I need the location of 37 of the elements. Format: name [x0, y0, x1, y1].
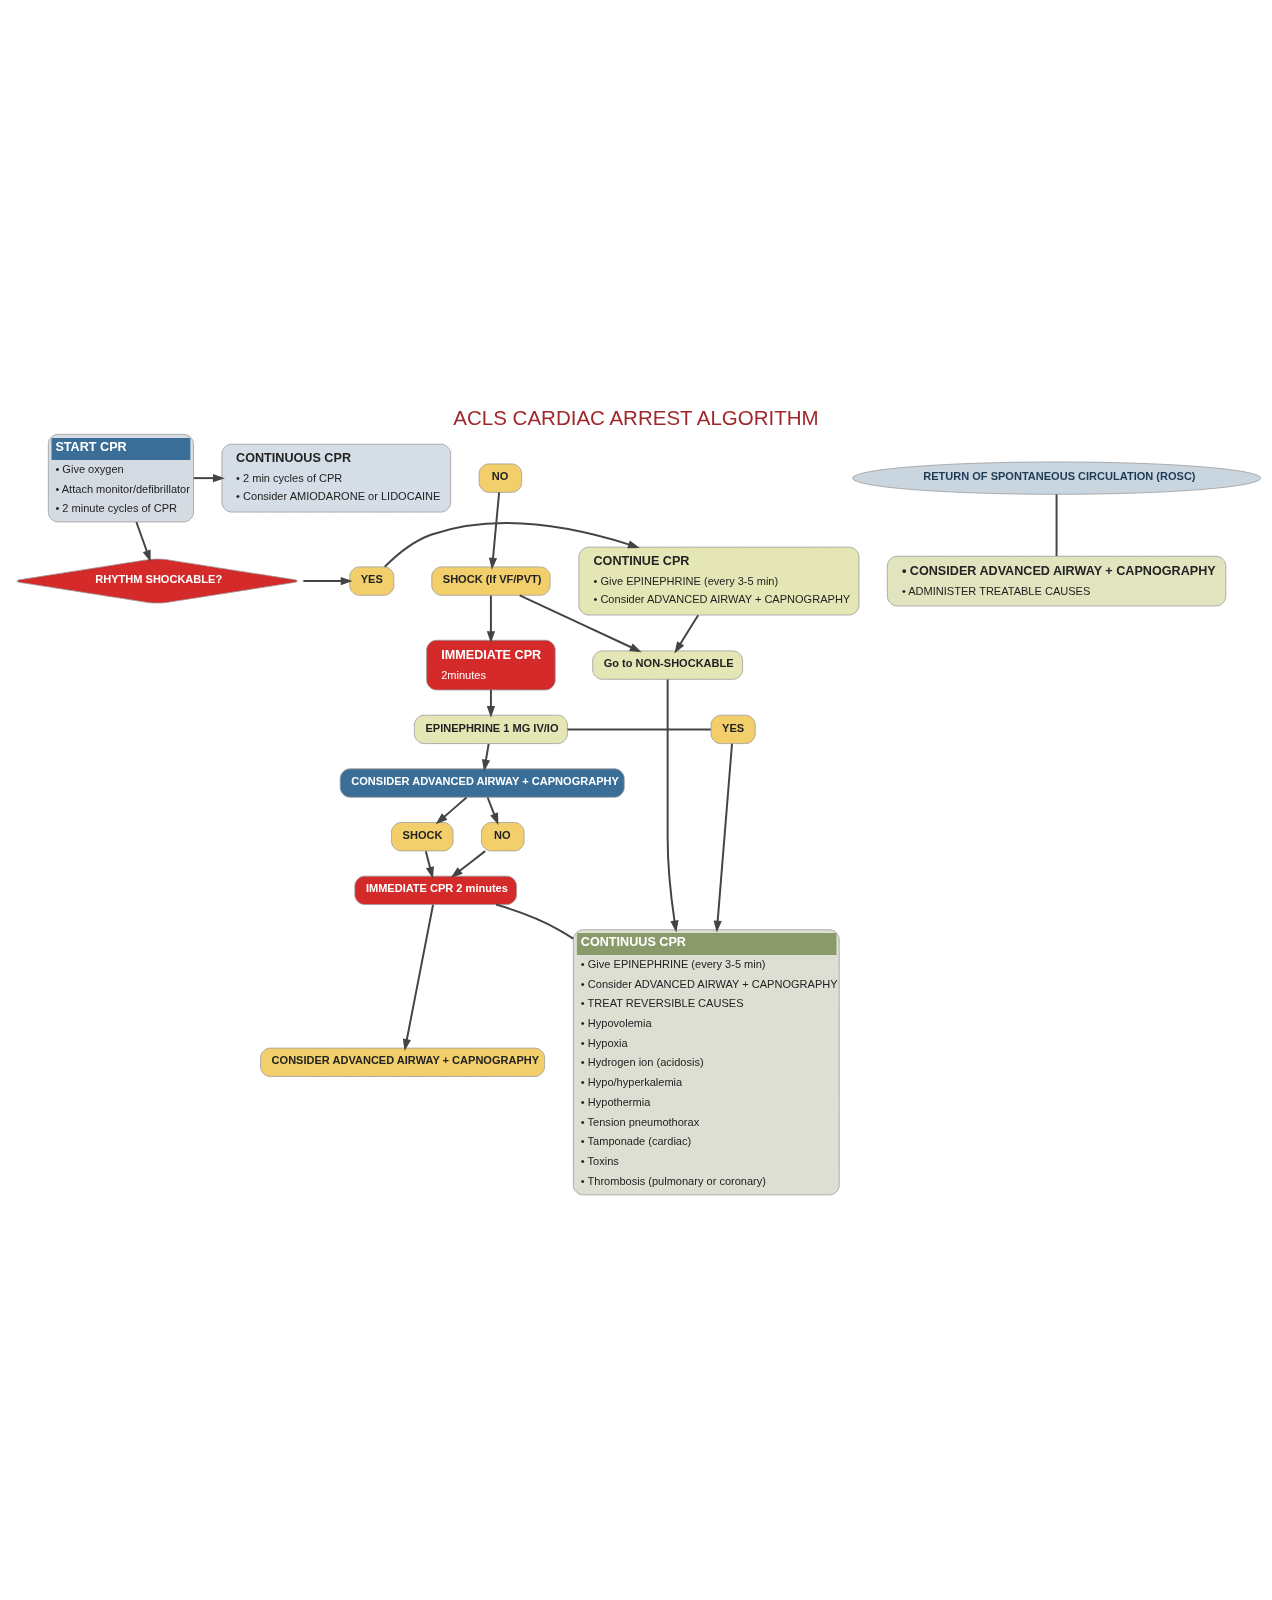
node-box: NO: [478, 463, 523, 493]
connector: [495, 903, 575, 940]
arrow: [135, 521, 151, 562]
node-ellipse: RETURN OF SPONTANEOUS CIRCULATION (ROSC): [852, 461, 1261, 495]
arrow: [383, 522, 640, 568]
node-box: NO: [481, 822, 525, 852]
arrow: [424, 850, 434, 879]
arrow: [435, 796, 468, 825]
arrow: [402, 903, 435, 1051]
arrow: [481, 742, 491, 772]
node-box: IMMEDIATE CPR 2 minutes: [354, 875, 517, 905]
arrow: [486, 594, 496, 643]
node-box: • CONSIDER ADVANCED AIRWAY + CAPNOGRAPHY • ADMINISTER TREATABLE CAUSES: [886, 555, 1227, 607]
arrow: [488, 491, 501, 570]
node-box: YES: [710, 714, 756, 744]
arrow: [486, 796, 499, 825]
arrow: [192, 474, 225, 483]
arrow: [302, 576, 353, 586]
node-box: YES: [349, 566, 395, 596]
connector: [566, 728, 712, 731]
arrow: [486, 688, 496, 718]
arrow: [518, 594, 642, 653]
arrow: [666, 678, 679, 933]
node-box: CONTINUE CPR • Give EPINEPHRINE (every 3-5 min) • Consider ADVANCED AIRWAY + CAPNOGRAPHY: [578, 546, 860, 616]
node-box: SHOCK: [391, 822, 454, 852]
node-box: CONSIDER ADVANCED AIRWAY + CAPNOGRAPHY: [260, 1047, 545, 1077]
arrow: [713, 742, 733, 933]
arrow: [450, 850, 487, 878]
node-box: Go to NON-SHOCKABLE: [592, 650, 743, 680]
diagram-title: ACLS CARDIAC ARREST ALGORITHM: [453, 405, 819, 429]
node-box: EPINEPHRINE 1 MG IV/IO: [414, 714, 568, 744]
arrow: [674, 614, 700, 654]
node-box: SHOCK (If VF/PVT): [431, 566, 551, 596]
node-box: CONTINUOUS CPR • 2 min cycles of CPR • Consider AMIODARONE or LIDOCAINE: [221, 443, 452, 513]
connector: [1055, 493, 1058, 558]
node-box: CONSIDER ADVANCED AIRWAY + CAPNOGRAPHY: [339, 768, 625, 798]
node-box: IMMEDIATE CPR 2minutes: [426, 639, 556, 691]
